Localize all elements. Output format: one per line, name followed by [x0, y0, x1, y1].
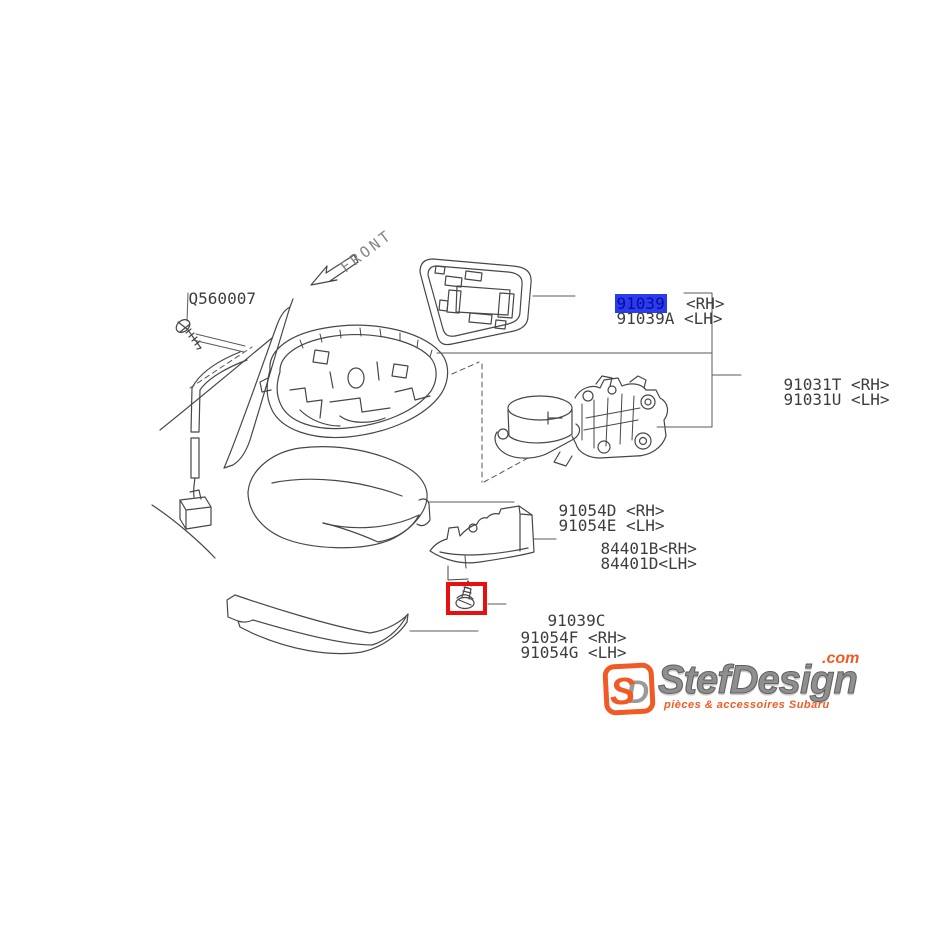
part-label-91054d-rh[interactable]: 91054D <RH> — [558, 501, 665, 520]
selected-part-marker — [446, 582, 487, 615]
monogram-letter: S — [610, 671, 635, 713]
mirror-housing-drawing — [259, 324, 449, 439]
part-label-91039c[interactable]: 91039C — [547, 611, 606, 630]
turn-signal-lamp-drawing — [429, 505, 535, 581]
actuator-drawing — [494, 375, 669, 467]
door-triangle-harness-drawing — [151, 298, 294, 559]
screw-91039c-icon — [455, 580, 475, 610]
part-label-91054g-lh[interactable]: 91054G <LH> — [520, 643, 627, 662]
part-label-91039a-lh[interactable]: 91039A <LH> — [616, 309, 723, 328]
assembly-dashed-lines — [189, 346, 529, 483]
brand-monogram-icon: D S — [602, 662, 656, 716]
part-label-84401d-lh[interactable]: 84401D<LH> — [600, 554, 697, 573]
leader-lines — [186, 292, 742, 632]
screw-q560007-icon — [175, 318, 202, 350]
lower-cover-strip-drawing — [226, 594, 409, 655]
part-label-91054e-lh[interactable]: 91054E <LH> — [558, 516, 665, 535]
svg-text:D: D — [626, 674, 649, 710]
mirror-glass-drawing — [419, 258, 532, 346]
brand-name: StefDesign — [658, 658, 859, 703]
part-label-91031t-rh[interactable]: 91031T <RH> — [783, 375, 890, 394]
part-label-91054f-rh[interactable]: 91054F <RH> — [520, 628, 627, 647]
front-arrow-icon — [310, 254, 359, 286]
part-label-91039-rh[interactable]: 91039 <RH> — [614, 294, 725, 313]
watermark-logo: D S StefDesign .com pièces & accessoires… — [598, 650, 898, 724]
highlighted-part-number[interactable]: 91039 — [614, 294, 667, 313]
part-label-91031u-lh[interactable]: 91031U <LH> — [783, 390, 890, 409]
part-label-q560007[interactable]: Q560007 — [188, 289, 256, 308]
brand-tagline: pièces & accessoires Subaru — [664, 699, 830, 711]
mirror-cover-drawing — [247, 446, 431, 549]
brand-tld: .com — [822, 650, 860, 667]
part-label-84401b-rh[interactable]: 84401B<RH> — [600, 539, 697, 558]
